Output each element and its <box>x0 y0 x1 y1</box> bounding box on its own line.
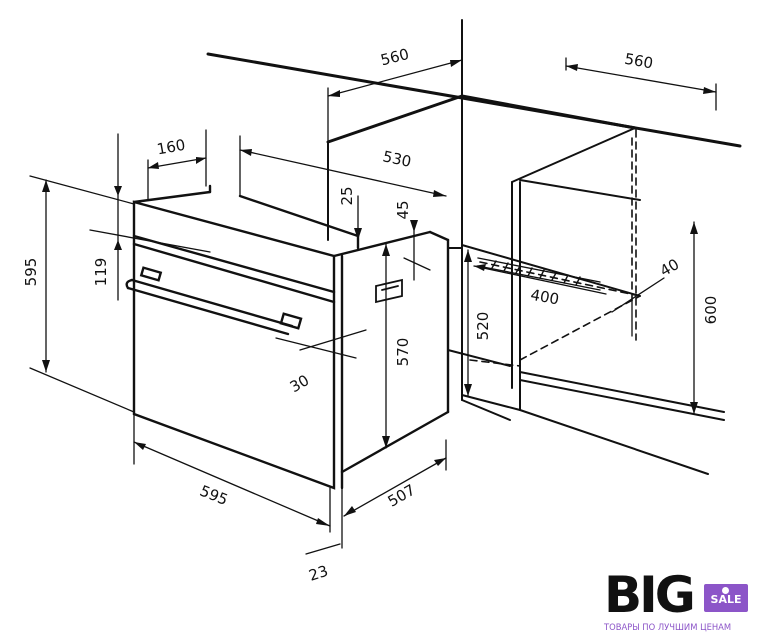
label-trim-25: 25 <box>338 186 356 205</box>
brand-logo: BIG SALE ТОВАРЫ ПО ЛУЧШИМ ЦЕНАМ <box>604 570 754 634</box>
sale-badge: SALE <box>704 584 748 612</box>
label-trim-45: 45 <box>394 200 412 219</box>
label-front-23: 23 <box>307 562 331 585</box>
left-cabinet <box>327 19 511 421</box>
oven-body <box>132 184 450 490</box>
label-niche-520: 520 <box>474 312 492 341</box>
vent-hatch <box>477 257 601 291</box>
label-body-height: 570 <box>394 338 412 367</box>
label-oven-depth-bottom: 507 <box>385 481 419 511</box>
label-top-width-right: 560 <box>623 50 654 73</box>
label-control-panel-depth: 160 <box>155 136 186 159</box>
label-top-width-left: 560 <box>379 45 411 69</box>
arrowheads <box>42 60 716 526</box>
label-oven-depth-top: 530 <box>381 147 413 171</box>
brand-name: BIG <box>604 566 696 624</box>
label-vent-400: 400 <box>529 286 560 309</box>
hidden-lines <box>469 129 641 367</box>
label-panel-height: 119 <box>92 258 110 287</box>
label-oven-width: 595 <box>197 482 230 509</box>
label-cutout-40: 40 <box>657 255 683 280</box>
side-vent <box>375 278 403 304</box>
right-cabinet <box>461 127 741 475</box>
label-niche-height: 600 <box>702 296 720 325</box>
brand-tagline: ТОВАРЫ ПО ЛУЧШИМ ЦЕНАМ <box>604 622 732 632</box>
label-oven-height-left: 595 <box>22 258 40 287</box>
label-handle-30: 30 <box>287 371 313 396</box>
oven-handle <box>125 266 303 336</box>
